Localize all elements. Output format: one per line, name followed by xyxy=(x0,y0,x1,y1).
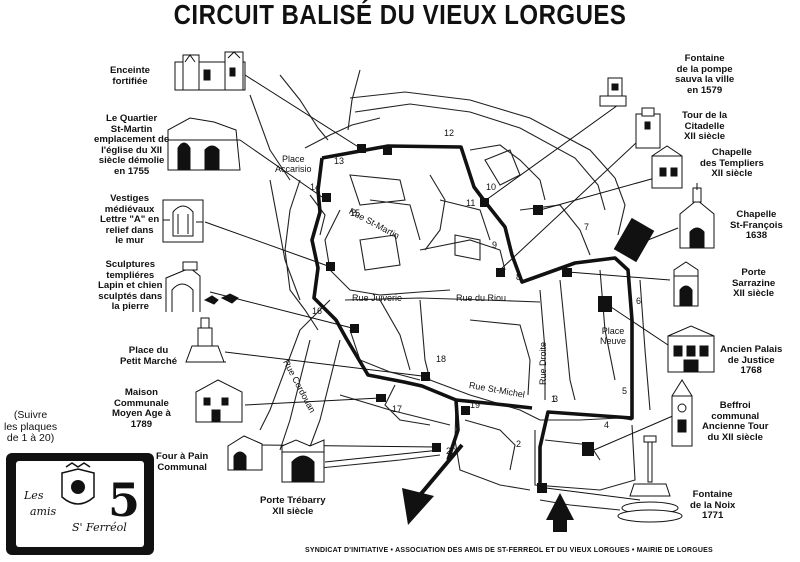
street-place-accarisio: Place Accarisio xyxy=(275,154,312,174)
illustration-fontaine-pompe xyxy=(599,77,627,107)
label-vestiges: Vestiges médiévaux Lettre "A" en relief … xyxy=(100,193,160,246)
label-porte-trebarry: Porte Trébarry XII siècle xyxy=(260,495,326,517)
label-fontaine-noix: Fontaine de la Noix 1771 xyxy=(690,489,736,521)
stop-number-6: 6 xyxy=(636,296,642,306)
street-rue-droite: Rue Droite xyxy=(538,341,548,385)
label-maison-communale: Maison Communale Moyen Age à 1789 xyxy=(112,387,171,430)
entry-arrow-south xyxy=(546,493,574,532)
stop-number-5: 5 xyxy=(622,386,628,396)
label-tour-citadelle: Tour de la Citadelle XII siècle xyxy=(682,110,728,142)
stop-number-16: 16 xyxy=(312,306,323,316)
stop-number-19: 19 xyxy=(470,400,481,410)
stop-number-20: 20 xyxy=(446,446,457,456)
label-chapelle-st-francois: Chapelle St-François 1638 xyxy=(730,209,783,241)
plaque-crest-icon xyxy=(61,462,95,505)
circuit-route-east xyxy=(321,144,634,488)
label-enceinte: Enceinte fortifiée xyxy=(110,65,150,87)
plaque-panel: 5 Les amis S' Ferréol xyxy=(16,461,144,547)
stop-number-9: 9 xyxy=(492,240,498,250)
label-porte-sarrazine: Porte Sarrazine XII siècle xyxy=(732,267,776,299)
stop-number-11: 11 xyxy=(466,198,476,208)
label-palais-justice: Ancien Palais de Justice 1768 xyxy=(720,344,783,376)
illustration-maison-communale xyxy=(195,379,243,423)
label-four: Four à Pain Communal xyxy=(156,451,209,473)
street-place-neuve: Place Neuve xyxy=(600,326,627,346)
illustration-petit-marche xyxy=(185,317,226,363)
plaque-note: (Suivre les plaques de 1 à 20) xyxy=(4,409,58,444)
label-sculptures: Sculptures templiéres Lapin et chien scu… xyxy=(98,259,163,312)
illustration-enceinte xyxy=(174,51,246,91)
label-beffroi: Beffroi communal Ancienne Tour du XII si… xyxy=(702,400,769,443)
stop-number-8: 8 xyxy=(516,272,522,282)
illustration-beffroi xyxy=(671,379,693,447)
stop-number-18: 18 xyxy=(436,354,447,364)
illustration-chapelle-templiers xyxy=(651,145,683,189)
illustration-chapelle-st-francois xyxy=(679,183,715,249)
circuit-route-link xyxy=(455,398,533,410)
entry-arrow-south-west xyxy=(402,443,464,525)
stop-number-14: 14 xyxy=(310,182,321,192)
plaque-text-name: S' Ferréol xyxy=(72,521,127,534)
label-petit-marche: Place du Petit Marché xyxy=(120,345,178,367)
footer-credits: SYNDICAT D'INITIATIVE • ASSOCIATION DES … xyxy=(305,547,713,554)
stop-number-10: 10 xyxy=(486,182,497,192)
illustration-vestiges xyxy=(162,199,204,243)
label-fontaine-pompe: Fontaine de la pompe sauva la ville en 1… xyxy=(675,53,735,96)
plaque-text-les: Les xyxy=(24,489,44,502)
stop-number-4: 4 xyxy=(604,420,610,430)
stop-number-12: 12 xyxy=(444,128,455,138)
circuit-route-west xyxy=(310,157,460,461)
illustration-porte-sarrazine xyxy=(673,261,699,307)
stop-markers xyxy=(322,144,655,493)
label-quartier-st-martin: Le Quartier St-Martin emplacement de l'é… xyxy=(94,113,170,177)
stop-number-15: 15 xyxy=(350,208,361,218)
illustration-tour-citadelle xyxy=(635,107,661,149)
map-title: CIRCUIT BALISÉ DU VIEUX LORGUES xyxy=(173,0,627,31)
illustration-porte-trebarry xyxy=(281,439,325,483)
illustration-sculptures xyxy=(165,261,239,312)
illustration-fontaine-noix xyxy=(617,435,683,523)
stop-number-1: 1 xyxy=(551,394,557,404)
illustration-quartier-st-martin xyxy=(167,117,241,171)
stop-number-3: 3 xyxy=(553,394,559,404)
leader-lines xyxy=(204,74,679,501)
plaque-number: 5 xyxy=(108,473,141,527)
street-rue-juiverie: Rue Juiverie xyxy=(352,293,403,303)
label-chapelle-templiers: Chapelle des Templiers XII siècle xyxy=(700,147,764,179)
sample-plaque: 5 Les amis S' Ferréol xyxy=(6,453,154,555)
illustration-four xyxy=(227,435,263,471)
stop-number-13: 13 xyxy=(334,156,345,166)
plaque-text-amis: amis xyxy=(30,505,57,518)
illustration-palais-justice xyxy=(667,325,715,373)
stop-number-7: 7 xyxy=(584,222,590,232)
stop-number-17: 17 xyxy=(392,404,403,414)
stop-number-2: 2 xyxy=(516,439,522,449)
street-rue-du-riou: Rue du Riou xyxy=(456,293,507,303)
